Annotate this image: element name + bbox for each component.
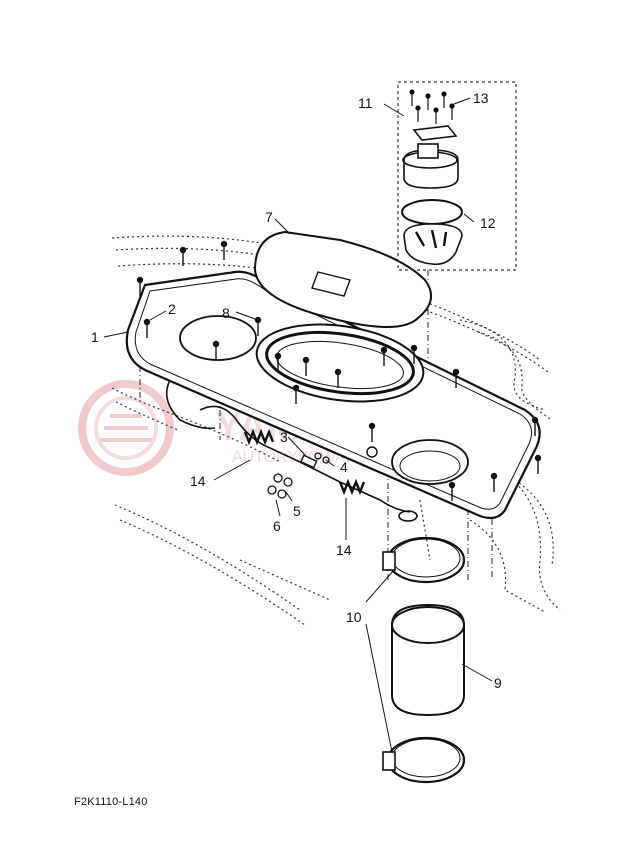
plate-screws: [136, 240, 542, 501]
callout-1: 1: [91, 329, 99, 345]
cover-lid: [253, 230, 433, 328]
callout-11: 11: [358, 95, 373, 111]
callout-7: 7: [265, 209, 273, 225]
callout-2: 2: [168, 301, 176, 317]
leader-lines: [103, 97, 493, 753]
callout-6: 6: [273, 518, 281, 534]
callout-14-right: 14: [336, 542, 352, 558]
callout-4: 4: [340, 459, 348, 475]
callout-14-left: 14: [190, 473, 206, 489]
figure-code: F2K1110-L140: [74, 796, 148, 808]
mounting-plate: [125, 270, 541, 520]
callout-8: 8: [222, 305, 230, 321]
callout-10-upper: 10: [346, 609, 362, 625]
callout-5: 5: [293, 503, 301, 519]
springs-and-cable: [165, 379, 418, 522]
callout-9: 9: [494, 675, 502, 691]
callout-12: 12: [480, 215, 496, 231]
callout-13: 13: [473, 90, 489, 106]
watermark-logo: [78, 380, 174, 476]
detail-box: [397, 81, 517, 271]
callout-3: 3: [280, 429, 288, 445]
hose-assembly: [382, 536, 466, 784]
